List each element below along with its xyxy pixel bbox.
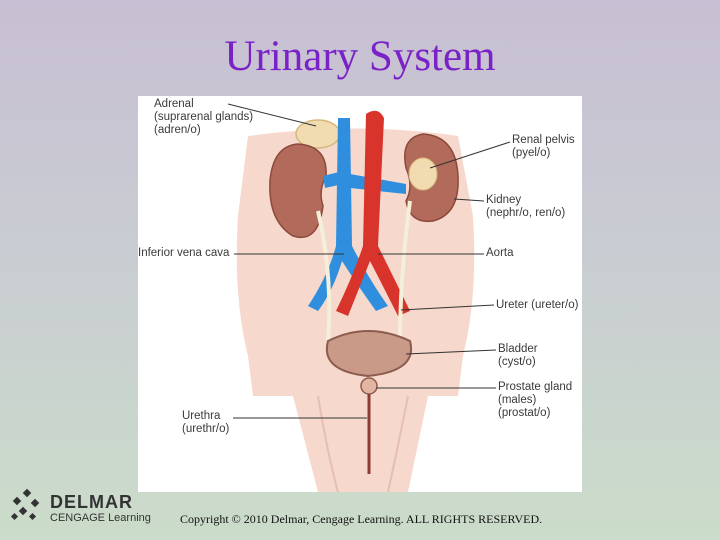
- inferior-vena-cava: [308, 118, 388, 311]
- label-prostate-line2: (males): [498, 394, 537, 406]
- leader-ureter: [400, 304, 495, 311]
- label-kidney-line2: (nephr/o, ren/o): [486, 207, 566, 219]
- label-ureter: Ureter (ureter/o): [496, 299, 579, 311]
- label-urethra-line2: (urethr/o): [182, 423, 230, 435]
- label-renal-pelvis-line1: Renal pelvis: [512, 134, 575, 146]
- slide-title: Urinary System: [224, 33, 496, 80]
- kidney-left: [269, 143, 327, 239]
- leader-adrenal: [227, 103, 317, 127]
- leader-renal-pelvis: [429, 141, 511, 169]
- label-inferior-vena-cava: Inferior vena cava: [138, 247, 230, 259]
- label-bladder: Bladder (cyst/o): [498, 343, 538, 369]
- leg-outline: [317, 395, 409, 492]
- label-renal-pelvis: Renal pelvis (pyel/o): [512, 134, 575, 160]
- label-renal-pelvis-line2: (pyel/o): [512, 147, 551, 159]
- copyright-notice: Copyright © 2010 Delmar, Cengage Learnin…: [180, 512, 543, 526]
- label-prostate-line1: Prostate gland: [498, 381, 573, 393]
- urinary-system-diagram: Adrenal (suprarenal glands) (adren/o) Re…: [138, 96, 582, 492]
- label-bladder-line2: (cyst/o): [498, 356, 536, 368]
- label-urethra: Urethra (urethr/o): [182, 410, 229, 436]
- label-urethra-line1: Urethra: [182, 410, 221, 422]
- delmar-logo-icon: [10, 488, 40, 521]
- label-kidney-line1: Kidney: [486, 194, 522, 206]
- leader-kidney: [453, 198, 485, 202]
- renal-vein-left: [323, 171, 343, 188]
- leader-bladder: [405, 349, 497, 355]
- anatomy-illustration: [227, 103, 511, 492]
- logo-line2: CENGAGE Learning: [50, 512, 151, 524]
- label-kidney: Kidney (nephr/o, ren/o): [486, 194, 565, 220]
- logo-line1: DELMAR: [50, 492, 133, 512]
- prostate-gland: [360, 377, 378, 395]
- label-prostate: Prostate gland (males) (prostat/o): [498, 381, 572, 420]
- label-bladder-line1: Bladder: [498, 343, 538, 355]
- label-prostate-line3: (prostat/o): [498, 407, 551, 419]
- label-aorta: Aorta: [486, 247, 514, 259]
- renal-pelvis: [408, 157, 438, 191]
- aorta: [336, 110, 410, 316]
- label-adrenal-line2: (suprarenal glands): [154, 111, 254, 123]
- ureter-left: [316, 210, 332, 342]
- ureter-right: [398, 200, 412, 342]
- leader-lines: [227, 103, 511, 419]
- bladder: [325, 330, 413, 378]
- label-adrenal: Adrenal (suprarenal glands) (adren/o): [154, 98, 253, 137]
- delmar-cengage-logo: DELMAR CENGAGE Learning: [10, 488, 180, 528]
- label-adrenal-line3: (adren/o): [154, 124, 201, 136]
- label-adrenal-line1: Adrenal: [154, 98, 194, 110]
